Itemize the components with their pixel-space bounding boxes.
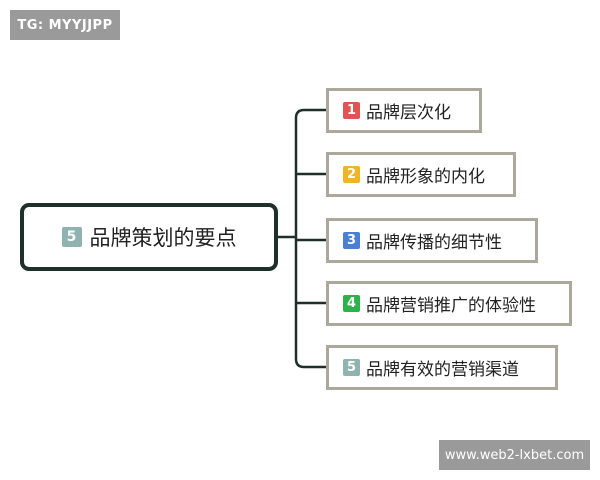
branch-number-badge-3: 3 (343, 232, 360, 249)
branch-number-badge-4: 4 (343, 295, 360, 312)
branch-label-3: 品牌传播的细节性 (366, 233, 502, 253)
branch-label-1: 品牌层次化 (366, 103, 451, 123)
root-label: 品牌策划的要点 (89, 226, 237, 250)
branch-label-5: 品牌有效的营销渠道 (366, 360, 519, 380)
branch-node-4: 4 品牌营销推广的体验性 (326, 281, 572, 326)
branch-number-badge-5: 5 (343, 359, 360, 376)
branch-node-1: 1 品牌层次化 (326, 88, 482, 133)
branch-label-2: 品牌形象的内化 (366, 167, 485, 187)
branch-number-badge-2: 2 (343, 166, 360, 183)
branch-node-2: 2 品牌形象的内化 (326, 152, 516, 197)
vertical-trunk (294, 108, 305, 369)
branch-node-3: 3 品牌传播的细节性 (326, 218, 538, 263)
branch-label-4: 品牌营销推广的体验性 (366, 296, 536, 316)
branch-node-5: 5 品牌有效的营销渠道 (326, 345, 558, 390)
watermark-bottom: www.web2-lxbet.com (439, 440, 590, 470)
branch-number-badge-1: 1 (343, 102, 360, 119)
watermark-top: TG: MYYJJPP (10, 10, 120, 40)
root-node: 5 品牌策划的要点 (20, 203, 278, 271)
root-number-badge: 5 (61, 227, 82, 247)
